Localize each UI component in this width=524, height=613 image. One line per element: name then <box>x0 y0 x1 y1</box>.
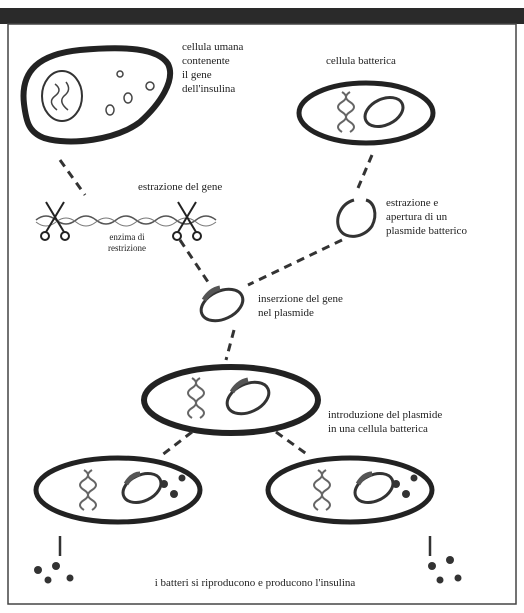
bacterial-cell-right <box>268 458 432 522</box>
plasmid-icon <box>360 92 407 132</box>
label-result: i batteri si riproducono e producono l'i… <box>100 576 410 590</box>
recombinant-plasmid <box>196 283 248 327</box>
label-gene-insertion: inserzione del gene nel plasmide <box>258 292 398 320</box>
label-plasmid-extraction: estrazione e apertura di un plasmide bat… <box>386 196 514 238</box>
label-human-cell: cellula umana contenente il gene dell'in… <box>182 40 278 96</box>
label-gene-extraction: estrazione del gene <box>138 180 268 194</box>
nucleus-icon <box>42 71 82 121</box>
human-cell <box>23 48 170 141</box>
insulin-release-left <box>34 536 74 584</box>
insulin-release-right <box>428 536 462 584</box>
top-bar <box>0 8 524 24</box>
scissors-icon <box>41 202 69 240</box>
bacterial-cell-left <box>36 458 200 522</box>
bacterial-cell-top <box>299 83 433 143</box>
label-plasmid-introduction: introduzione del plasmide in una cellula… <box>328 408 514 436</box>
bacterial-cell-middle <box>144 367 318 433</box>
open-plasmid <box>338 200 375 236</box>
label-bacterial-cell: cellula batterica <box>326 54 446 68</box>
dna-icon <box>338 92 354 132</box>
label-restriction-enzyme: enzima di restrizione <box>92 232 162 254</box>
